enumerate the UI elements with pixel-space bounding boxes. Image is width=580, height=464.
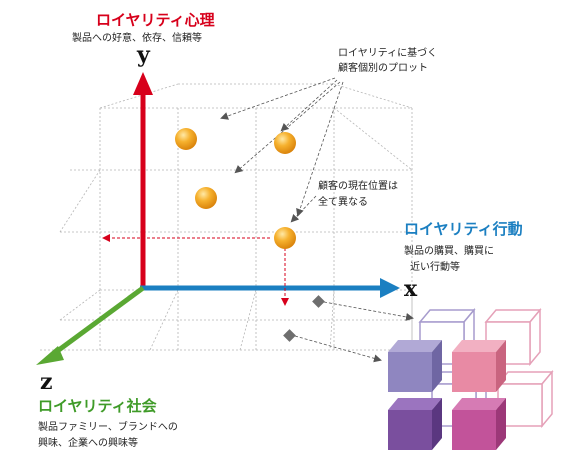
orange-sphere-icon [274,132,296,154]
gray-diamond-icon [283,329,296,342]
plot-note-line2: 顧客個別のプロット [338,61,428,74]
x-axis-title: ロイヤリティ行動 [404,220,523,238]
z-axis [36,285,145,365]
z-axis-subtitle-line2: 興味、企業への興味等 [38,436,138,449]
y-axis-title: ロイヤリティ心理 [96,11,215,29]
x-axis [140,278,400,298]
x-axis-letter: x [404,276,418,302]
y-axis-letter: y [136,42,151,68]
x-axis-subtitle-line1: 製品の購買、購買に [404,244,494,257]
plot-note-line1: ロイヤリティに基づく [338,46,437,59]
z-axis-title: ロイヤリティ社会 [38,397,157,415]
cube-icon [452,340,506,392]
position-note-line2: 全て異なる [318,195,368,208]
orange-sphere-icon [195,187,217,209]
z-axis-letter: z [40,369,53,395]
position-note-pointer [290,195,317,223]
cube-icon [388,398,442,450]
customer-points [175,128,296,249]
position-note-line1: 顧客の現在位置は [318,179,398,192]
projection-markers [283,295,414,363]
perspective-grid [40,83,413,351]
orange-sphere-icon [274,227,296,249]
gray-diamond-icon [312,295,325,308]
y-axis-subtitle: 製品への好意、依存、信頼等 [72,31,202,44]
orange-sphere-icon [175,128,197,150]
y-axis [133,72,153,288]
projection-lines [102,234,289,306]
cube-icon [388,340,442,392]
cube-icon [496,369,554,429]
plot-note-pointers [220,77,344,217]
z-axis-subtitle-line1: 製品ファミリー、ブランドへの [38,420,178,433]
x-axis-subtitle-line2: 近い行動等 [410,260,460,273]
cube-icon [452,398,506,450]
segment-cubes [388,307,554,450]
